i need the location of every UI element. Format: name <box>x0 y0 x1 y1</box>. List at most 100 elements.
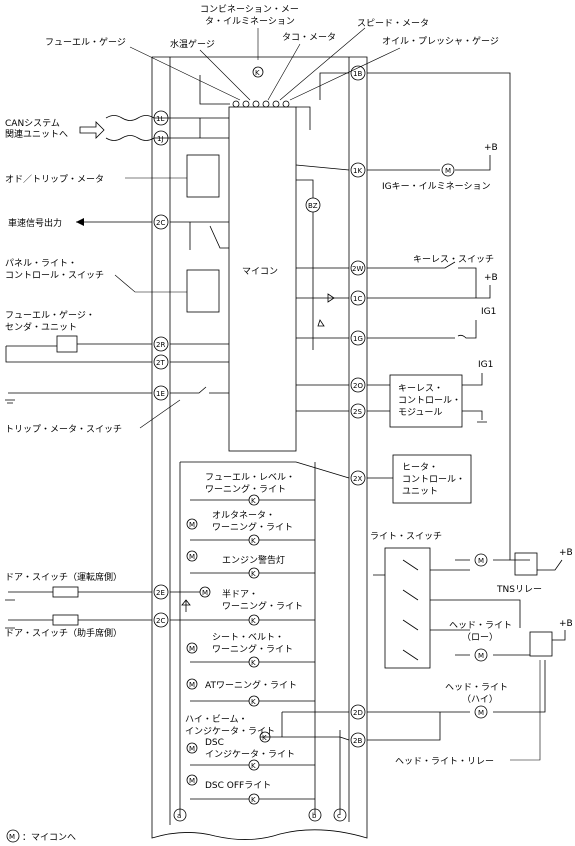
head-high-label-1: ヘッド・ライト <box>445 682 508 693</box>
door-switch-passenger <box>52 614 79 626</box>
svg-text:1K: 1K <box>353 167 362 175</box>
svg-text:2B: 2B <box>353 737 362 745</box>
left-section: CANシステム 関連ユニットへ オド／トリップ・メータ 車速信号出力 パネル・ラ… <box>5 115 229 639</box>
odo-label: オド／トリップ・メータ <box>5 174 104 185</box>
head-relay-box <box>529 631 553 657</box>
fuel-warn-label-2: ワーニング・ライト <box>205 483 286 495</box>
belt-warn-label-2: ワーニング・ライト <box>212 643 293 655</box>
trip-switch-label: トリップ・メータ・スイッチ <box>5 424 122 435</box>
fuel-sender-label-2: センダ・ユニット <box>5 321 77 333</box>
svg-text:2D: 2D <box>353 709 363 717</box>
head-relay-label: ヘッド・ライト・リレー <box>395 756 494 767</box>
illum-bulb-top <box>252 66 264 78</box>
odo-box <box>186 154 220 198</box>
door-warn-label-1: 半ドア・ <box>222 588 258 600</box>
water-temp-label: 水温ゲージ <box>170 38 215 50</box>
svg-text:1L: 1L <box>156 115 164 123</box>
belt-m-mark <box>186 642 198 654</box>
meter-body <box>151 56 368 840</box>
svg-text:M: M <box>189 553 195 561</box>
tacho-label: タコ・メータ <box>282 32 336 43</box>
gauge-coils <box>199 75 290 108</box>
svg-text:K: K <box>251 617 256 625</box>
terminal-1k: 1K <box>350 162 366 178</box>
svg-text:M: M <box>478 709 484 717</box>
terminal-1b: 1B <box>350 65 366 81</box>
terminal-2w: 2W <box>350 260 366 276</box>
svg-text:M: M <box>189 777 195 785</box>
keyless-module-label-1: キーレス・ <box>398 384 443 394</box>
top-labels: コンビネーション・メー タ・イルミネーション フューエル・ゲージ 水温ゲージ タ… <box>45 4 499 101</box>
svg-text:2O: 2O <box>353 382 363 390</box>
panel-box <box>186 269 220 313</box>
svg-text:K: K <box>251 537 256 545</box>
door-switch-driver <box>52 586 79 598</box>
terminal-1e: 1E <box>153 385 169 401</box>
svg-text:K: K <box>255 69 260 77</box>
microcomputer-label: マイコン <box>242 267 278 277</box>
can-arrow-icon <box>79 121 105 139</box>
footnote: M ：マイコンへ <box>6 829 76 843</box>
svg-text:M: M <box>202 589 208 597</box>
alt-warn-label-1: オルタネータ・ <box>212 510 275 521</box>
light-switch-box <box>384 547 431 669</box>
head-low-bulb <box>474 648 488 662</box>
terminal-2e: 2E <box>153 584 169 600</box>
keyless-switch-label: キーレス・スイッチ <box>413 254 494 265</box>
node-b: b <box>308 808 322 822</box>
head-low-label-1: ヘッド・ライト <box>449 620 512 631</box>
right-section: M +B IGキー・イルミネーション キーレス・スイッチ +B IG1 キーレス… <box>295 72 573 767</box>
heater-label-1: ヒータ・ <box>402 462 438 473</box>
b-plus-label-4: +B <box>559 619 573 629</box>
b-plus-label-1: +B <box>484 143 498 153</box>
dsc-m-mark <box>186 742 198 754</box>
svg-text:M: M <box>189 745 195 753</box>
svg-text:1B: 1B <box>353 70 362 78</box>
footnote-text: ：マイコンへ <box>22 833 76 843</box>
b-plus-label-3: +B <box>559 548 573 558</box>
tns-bulb <box>474 553 488 567</box>
terminal-2d: 2D <box>350 704 366 720</box>
svg-text:M: M <box>478 652 484 660</box>
svg-text:K: K <box>251 570 256 578</box>
hibeam-label-1: ハイ・ビーム・ <box>185 714 248 725</box>
alt-warn-label-2: ワーニング・ライト <box>212 521 293 533</box>
terminal-2b: 2B <box>350 732 366 748</box>
terminal-bz: BZ <box>305 197 321 213</box>
can-label-1: CANシステム <box>5 118 60 129</box>
svg-text:2T: 2T <box>156 359 165 367</box>
can-label-2: 関連ユニットへ <box>5 128 68 140</box>
heater-label-2: コントロール・ <box>402 475 465 485</box>
svg-text:K: K <box>262 734 267 742</box>
fuel-sender-label-1: フューエル・ゲージ・ <box>5 309 95 321</box>
vss-label: 車速信号出力 <box>8 217 62 229</box>
keyless-module-label-3: モジュール <box>398 408 442 418</box>
terminal-1g: 1G <box>350 330 366 346</box>
terminal-2r: 2R <box>153 336 169 352</box>
light-switch-label: ライト・スイッチ <box>370 531 442 542</box>
svg-text:M: M <box>189 645 195 653</box>
tns-relay-label: TNSリレー <box>496 585 542 595</box>
ig-key-bulb <box>441 163 455 177</box>
svg-text:c: c <box>337 812 341 820</box>
svg-text:M: M <box>445 167 451 175</box>
svg-text:K: K <box>251 698 256 706</box>
head-high-bulb <box>474 705 488 719</box>
svg-text:M: M <box>9 833 15 841</box>
svg-text:M: M <box>189 681 195 689</box>
door-warn-label-2: ワーニング・ライト <box>222 600 303 612</box>
svg-text:M: M <box>478 557 484 565</box>
svg-text:M: M <box>189 521 195 529</box>
terminal-1l: 1L <box>153 110 169 126</box>
tns-relay-box <box>514 552 538 576</box>
hibeam-label-2: インジケータ・ライト <box>185 726 275 737</box>
terminal-2s: 2S <box>350 403 366 419</box>
terminal-1c: 1C <box>350 290 366 306</box>
terminal-2c-lower: 2C <box>153 612 169 628</box>
node-a: a <box>173 808 187 822</box>
svg-text:2S: 2S <box>353 408 362 416</box>
combination-label-1: コンビネーション・メー <box>200 4 299 15</box>
svg-text:1G: 1G <box>353 335 363 343</box>
keyless-module-box <box>389 374 463 428</box>
heater-unit-box <box>392 454 472 504</box>
